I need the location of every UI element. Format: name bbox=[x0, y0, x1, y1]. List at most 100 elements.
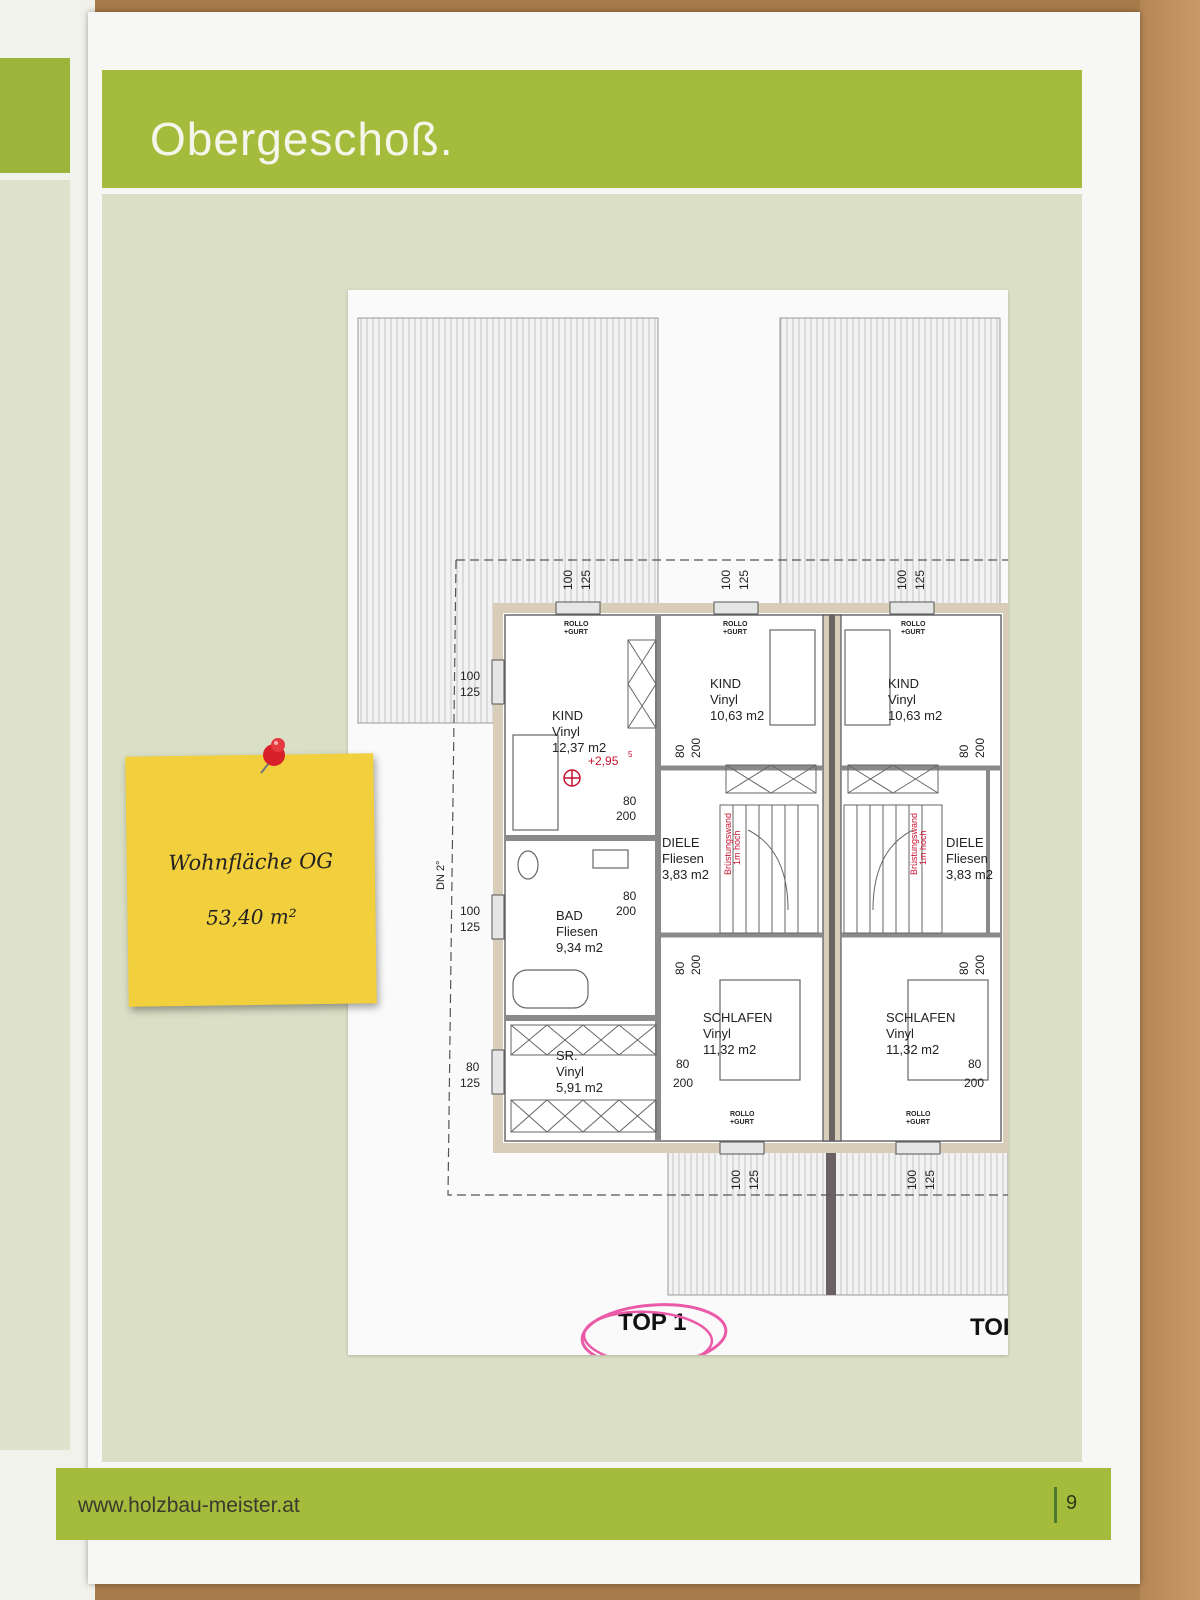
dim-label: 200 bbox=[964, 1076, 984, 1090]
window-tag: ROLLO bbox=[564, 621, 589, 628]
dim-label: 80 bbox=[968, 1057, 982, 1071]
room-label-kind-3: KIND Vinyl 10,63 m2 bbox=[888, 676, 942, 723]
dim-label: 100 bbox=[561, 570, 575, 590]
room-area: 10,63 m2 bbox=[710, 708, 764, 723]
room-label-kind-1: KIND Vinyl 12,37 m2 bbox=[552, 708, 606, 755]
room-name: SCHLAFEN bbox=[703, 1010, 772, 1025]
room-area: 11,32 m2 bbox=[886, 1042, 939, 1057]
wardrobe-units bbox=[510, 639, 939, 1133]
room-name: KIND bbox=[710, 676, 741, 691]
level-value: +2,95 bbox=[588, 754, 619, 768]
window-tag: ROLLO bbox=[901, 621, 926, 628]
dim-label: 80 bbox=[957, 961, 971, 975]
staircase bbox=[719, 804, 943, 934]
room-name: BAD bbox=[556, 908, 583, 923]
room-label-sr: SR. Vinyl 5,91 m2 bbox=[556, 1048, 603, 1095]
previous-page-panel bbox=[0, 180, 70, 1450]
dim-label: 100 bbox=[719, 570, 733, 590]
window-tag: +GURT bbox=[906, 1119, 931, 1126]
room-finish: Fliesen bbox=[556, 924, 598, 939]
room-label-schlafen-1: SCHLAFEN Vinyl 11,32 m2 bbox=[703, 1010, 772, 1057]
dim-label: 200 bbox=[673, 1076, 693, 1090]
dim-label: 80 bbox=[673, 744, 687, 758]
window-tag: ROLLO bbox=[906, 1111, 931, 1118]
dim-label: 200 bbox=[973, 955, 987, 975]
roof-outline bbox=[447, 559, 1008, 1196]
dim-label: 125 bbox=[923, 1170, 937, 1190]
room-finish: Fliesen bbox=[662, 851, 704, 866]
dim-label: 125 bbox=[460, 920, 480, 934]
window-tag: +GURT bbox=[564, 629, 589, 636]
room-area: 11,32 m2 bbox=[703, 1042, 756, 1057]
party-wall-core bbox=[829, 615, 835, 1141]
room-finish: Fliesen bbox=[946, 851, 988, 866]
sticky-note-label: Wohnfläche OG bbox=[168, 848, 334, 876]
dim-label: 125 bbox=[737, 570, 751, 590]
wall-inner-line bbox=[504, 614, 1002, 1142]
level-value-sup: 5 bbox=[628, 750, 633, 759]
sticky-note-value: 53,40 m² bbox=[206, 904, 297, 930]
roof-area-top-right bbox=[779, 317, 1001, 609]
room-finish: Vinyl bbox=[703, 1026, 731, 1041]
sticky-note: Wohnfläche OG 53,40 m² bbox=[125, 753, 377, 1007]
dim-label: 100 bbox=[729, 1170, 743, 1190]
dim-label: 125 bbox=[579, 570, 593, 590]
room-finish: Vinyl bbox=[556, 1064, 584, 1079]
room-name: KIND bbox=[552, 708, 583, 723]
room-finish: Vinyl bbox=[888, 692, 916, 707]
dim-label: 200 bbox=[616, 904, 636, 918]
level-marker-cross bbox=[564, 770, 580, 786]
page-number: 9 bbox=[1066, 1492, 1078, 1514]
room-name: DIELE bbox=[662, 835, 700, 850]
dim-label: 125 bbox=[747, 1170, 761, 1190]
dim-label: 100 bbox=[460, 904, 480, 918]
previous-page-title-bar bbox=[0, 58, 70, 173]
dim-label: 125 bbox=[460, 1076, 480, 1090]
room-name: SR. bbox=[556, 1048, 578, 1063]
room-finish: Vinyl bbox=[710, 692, 738, 707]
dim-label: 80 bbox=[623, 889, 637, 903]
room-name: SCHLAFEN bbox=[886, 1010, 955, 1025]
room-label-schlafen-2: SCHLAFEN Vinyl 11,32 m2 bbox=[886, 1010, 955, 1057]
stair-wall-note-right-2: 1m hoch bbox=[918, 830, 928, 865]
room-label-diele-1: DIELE Fliesen 3,83 m2 bbox=[662, 835, 709, 882]
window-tags: ROLLO +GURT ROLLO +GURT ROLLO +GURT ROLL… bbox=[564, 621, 931, 1126]
window-markers bbox=[491, 601, 941, 1155]
dim-label: 200 bbox=[973, 738, 987, 758]
room-label-diele-2: DIELE Fliesen 3,83 m2 bbox=[946, 835, 993, 882]
stair-wall-note-left-2: 1m hoch bbox=[732, 830, 742, 865]
room-finish: Vinyl bbox=[552, 724, 580, 739]
party-wall-extension bbox=[826, 1150, 836, 1295]
previous-page-edge bbox=[0, 0, 95, 1600]
table-surface bbox=[1140, 0, 1200, 1600]
stair-wall-note-right: Brüstungswand bbox=[909, 813, 919, 875]
stair-wall-note-left: Brüstungswand bbox=[723, 813, 733, 875]
push-pin-icon bbox=[260, 738, 285, 774]
room-area: 9,34 m2 bbox=[556, 940, 603, 955]
roof-area-bottom bbox=[667, 1149, 1008, 1296]
dim-label: 80 bbox=[676, 1057, 690, 1071]
window-tag: ROLLO bbox=[730, 1111, 755, 1118]
dimension-labels: 100 125 100 125 80 125 80 200 80 200 80 … bbox=[460, 570, 987, 1190]
footer-divider bbox=[1054, 1487, 1057, 1523]
room-area: 12,37 m2 bbox=[552, 740, 606, 755]
footer-website-link[interactable]: www.holzbau-meister.at bbox=[78, 1494, 300, 1517]
dim-label: 200 bbox=[689, 738, 703, 758]
dim-label: 80 bbox=[466, 1060, 480, 1074]
room-name: DIELE bbox=[946, 835, 984, 850]
window-tag: ROLLO bbox=[723, 621, 748, 628]
room-name: KIND bbox=[888, 676, 919, 691]
dim-label: 80 bbox=[623, 794, 637, 808]
roof-pitch-label: DN 2° bbox=[435, 861, 447, 890]
room-area: 10,63 m2 bbox=[888, 708, 942, 723]
dim-label: 125 bbox=[913, 570, 927, 590]
room-area: 5,91 m2 bbox=[556, 1080, 603, 1095]
title-bar: Obergeschoß. bbox=[102, 70, 1082, 188]
dim-label: 80 bbox=[957, 744, 971, 758]
room-label-bad: BAD Fliesen 9,34 m2 bbox=[556, 908, 603, 955]
floor-plan-sheet: +2,95 5 Brüstungswand 1m hoch Brüstungsw… bbox=[348, 290, 1008, 1355]
room-labels: KIND Vinyl 12,37 m2 KIND Vinyl 10,63 m2 … bbox=[552, 676, 993, 1095]
dim-label: 100 bbox=[460, 669, 480, 683]
room-area: 3,83 m2 bbox=[946, 867, 993, 882]
highlight-circle bbox=[580, 1303, 728, 1355]
